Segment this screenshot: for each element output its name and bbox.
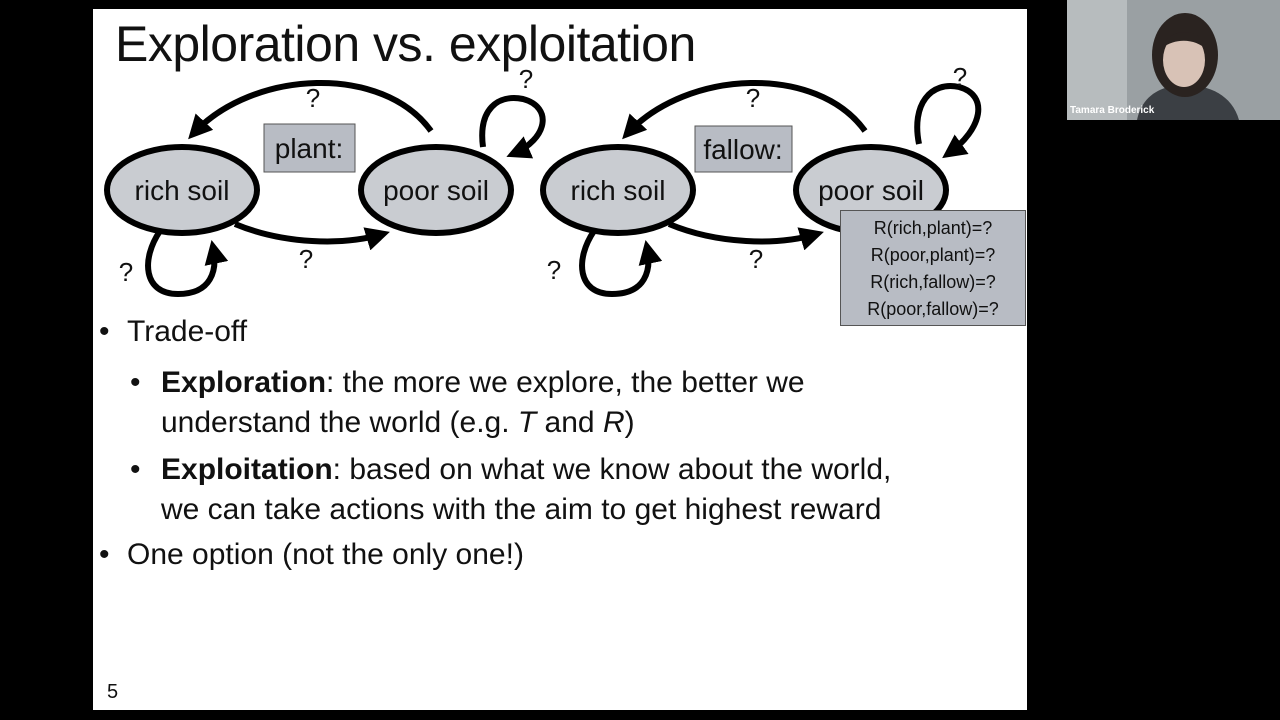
node-label-rich-fallow: rich soil bbox=[571, 175, 666, 206]
slide-title: Exploration vs. exploitation bbox=[115, 16, 696, 72]
bullet-exploration: • Exploration: the more we explore, the b… bbox=[130, 363, 805, 443]
presentation-slide: Exploration vs. exploitation rich soil p… bbox=[93, 9, 1027, 710]
q-top-plant: ? bbox=[306, 83, 320, 113]
reward-box: R(rich,plant)=? R(poor,plant)=? R(rich,f… bbox=[840, 210, 1026, 326]
exploration-close: ) bbox=[624, 406, 635, 439]
participant-video-tile[interactable]: Tamara Broderick bbox=[1067, 0, 1280, 120]
arrow-poor-to-rich-fallow bbox=[622, 80, 868, 140]
loop-rich-plant bbox=[145, 229, 229, 298]
bullet-glyph: • bbox=[99, 315, 110, 348]
bullet-text: Trade-off bbox=[127, 315, 248, 348]
action-label-fallow: fallow: bbox=[703, 134, 782, 165]
reward-rich-fallow: R(rich,fallow)=? bbox=[870, 272, 996, 292]
action-label-plant: plant: bbox=[275, 133, 344, 164]
exploration-and: and bbox=[536, 406, 603, 439]
bullet-text: One option (not the only one!) bbox=[127, 538, 524, 571]
node-label-poor-plant: poor soil bbox=[383, 175, 489, 206]
loop-poor-plant bbox=[479, 95, 546, 159]
reward-poor-plant: R(poor,plant)=? bbox=[870, 245, 996, 265]
node-rich-soil-fallow bbox=[540, 144, 696, 236]
action-box-fallow bbox=[694, 125, 793, 173]
reward-rich-plant: R(rich,plant)=? bbox=[873, 218, 993, 238]
bullet-glyph: • bbox=[130, 366, 141, 399]
q-bottom-plant: ? bbox=[299, 244, 313, 274]
exploration-term: Exploration bbox=[161, 366, 327, 399]
bullet-tradeoff: • Trade-off bbox=[99, 315, 247, 349]
arrow-poor-to-rich-plant bbox=[188, 80, 434, 140]
q-loop-rich-plant: ? bbox=[119, 257, 133, 287]
node-label-poor-fallow: poor soil bbox=[818, 175, 924, 206]
action-box-plant bbox=[263, 123, 356, 173]
exploitation-term: Exploitation bbox=[161, 453, 333, 486]
node-poor-soil-plant bbox=[358, 144, 514, 236]
bullet-glyph: • bbox=[99, 538, 110, 571]
node-label-rich-plant: rich soil bbox=[135, 175, 230, 206]
participant-avatar bbox=[1067, 0, 1280, 120]
q-bottom-fallow: ? bbox=[749, 244, 763, 274]
q-loop-poor-fallow: ? bbox=[953, 62, 967, 92]
var-R: R bbox=[602, 406, 625, 439]
q-loop-rich-fallow: ? bbox=[547, 255, 561, 285]
mdp-diagram: rich soil poor soil plant: ? ? ? ? rich … bbox=[104, 62, 982, 298]
loop-rich-fallow bbox=[579, 229, 663, 298]
bullet-exploitation: • Exploitation: based on what we know abo… bbox=[130, 450, 891, 530]
bullet-glyph: • bbox=[130, 453, 141, 486]
exploitation-line2: we can take actions with the aim to get … bbox=[161, 493, 882, 526]
bullet-option: • One option (not the only one!) bbox=[99, 538, 524, 572]
arrow-rich-to-poor-plant bbox=[233, 221, 390, 251]
arrow-rich-to-poor-fallow bbox=[667, 221, 824, 251]
participant-name: Tamara Broderick bbox=[1070, 105, 1155, 116]
slide-number: 5 bbox=[107, 681, 119, 703]
exploration-line2: understand the world (e.g. bbox=[161, 406, 518, 439]
var-T: T bbox=[517, 406, 537, 439]
node-rich-soil-plant bbox=[104, 144, 260, 236]
q-loop-poor-plant: ? bbox=[519, 64, 533, 94]
exploration-line1: : the more we explore, the better we bbox=[326, 366, 805, 399]
q-top-fallow: ? bbox=[746, 83, 760, 113]
reward-poor-fallow: R(poor,fallow)=? bbox=[867, 299, 999, 319]
loop-poor-fallow bbox=[914, 83, 982, 159]
exploitation-line1: : based on what we know about the world, bbox=[332, 453, 892, 486]
